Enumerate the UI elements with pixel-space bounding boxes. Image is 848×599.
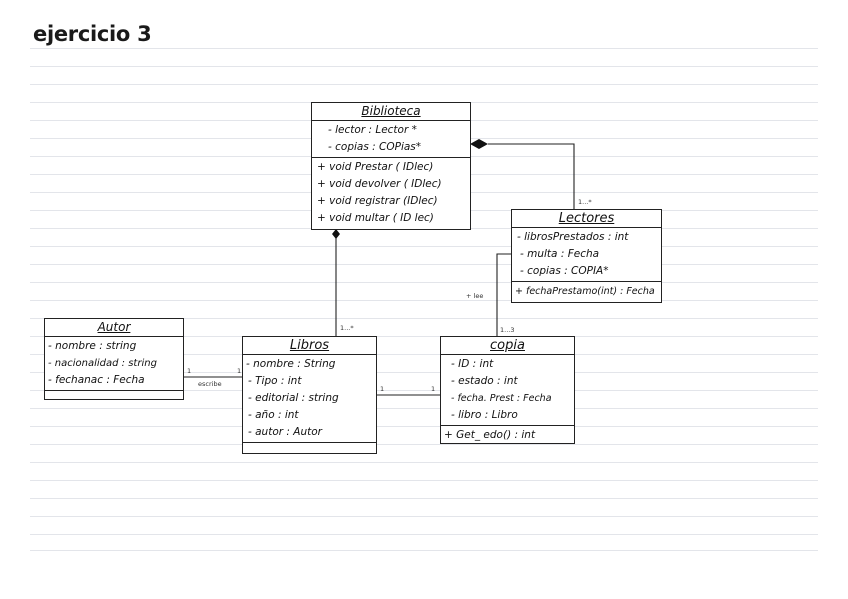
attribute: - libro : Libro bbox=[451, 409, 518, 421]
attribute: - ID : int bbox=[451, 358, 494, 370]
class-autor: Autor - nombre : string - nacionalidad :… bbox=[44, 318, 184, 400]
assoc-lectores-copia bbox=[496, 253, 511, 336]
method: + Get_ edo() : int bbox=[444, 429, 536, 441]
ruled-line bbox=[30, 372, 818, 373]
methods-section: + fechaPrestamo(int) : Fecha bbox=[512, 282, 661, 301]
attribute: - lector : Lector * bbox=[328, 124, 417, 136]
attribute: - fecha. Prest : Fecha bbox=[451, 393, 552, 404]
ruled-line bbox=[30, 408, 818, 409]
methods-section bbox=[45, 391, 183, 399]
methods-section bbox=[243, 443, 376, 451]
attribute: - nombre : String bbox=[246, 358, 336, 370]
method: + void registrar (IDlec) bbox=[317, 195, 438, 207]
multiplicity-label: 1 bbox=[237, 367, 242, 375]
attribute: - Tipo : int bbox=[248, 375, 302, 387]
attribute: - copias : COPIA* bbox=[520, 265, 609, 277]
ruled-line bbox=[30, 390, 818, 391]
class-lectores: Lectores - librosPrestados : int - multa… bbox=[511, 209, 662, 303]
ruled-line bbox=[30, 66, 818, 67]
ruled-line bbox=[30, 354, 818, 355]
class-name: Biblioteca bbox=[312, 103, 470, 121]
ruled-line bbox=[30, 84, 818, 85]
class-name: copia bbox=[441, 337, 574, 355]
attributes-section: - librosPrestados : int - multa : Fecha … bbox=[512, 228, 661, 282]
ruled-line bbox=[30, 480, 818, 481]
multiplicity-label: 1...3 bbox=[500, 326, 515, 334]
attributes-section: - lector : Lector * - copias : COPias* bbox=[312, 121, 470, 158]
ruled-line bbox=[30, 318, 818, 319]
multiplicity-label: 1...* bbox=[578, 198, 592, 206]
attribute: - año : int bbox=[248, 409, 299, 421]
ruled-line bbox=[30, 282, 818, 283]
attribute: - nacionalidad : string bbox=[48, 358, 157, 369]
method: + void devolver ( IDlec) bbox=[317, 178, 442, 190]
attributes-section: - nombre : string - nacionalidad : strin… bbox=[45, 337, 183, 391]
methods-section: + void Prestar ( IDlec) + void devolver … bbox=[312, 158, 470, 228]
ruled-line bbox=[30, 534, 818, 535]
composition-diamond-icon bbox=[470, 139, 488, 149]
method: + void Prestar ( IDlec) bbox=[317, 161, 434, 173]
attribute: - fechanac : Fecha bbox=[48, 374, 145, 386]
multiplicity-label: 1 bbox=[187, 367, 192, 375]
attribute: - editorial : string bbox=[248, 392, 339, 404]
class-name: Lectores bbox=[512, 210, 661, 228]
role-label: escribe bbox=[198, 380, 222, 388]
ruled-line bbox=[30, 462, 818, 463]
page-title: ejercicio 3 bbox=[33, 22, 152, 46]
ruled-line bbox=[30, 444, 818, 445]
ruled-line bbox=[30, 426, 818, 427]
class-copia: copia - ID : int - estado : int - fecha.… bbox=[440, 336, 575, 444]
attribute: - nombre : string bbox=[48, 340, 137, 352]
methods-section: + Get_ edo() : int bbox=[441, 426, 574, 445]
attribute: - autor : Autor bbox=[248, 426, 322, 438]
attribute: - copias : COPias* bbox=[328, 141, 422, 153]
class-biblioteca: Biblioteca - lector : Lector * - copias … bbox=[311, 102, 471, 230]
method: + fechaPrestamo(int) : Fecha bbox=[515, 286, 655, 297]
ruled-line bbox=[30, 246, 818, 247]
attribute: - multa : Fecha bbox=[520, 248, 600, 260]
multiplicity-label: 1 bbox=[431, 385, 436, 393]
ruled-line bbox=[30, 300, 818, 301]
multiplicity-label: 1...* bbox=[340, 324, 354, 332]
ruled-line bbox=[30, 48, 818, 49]
attribute: - estado : int bbox=[451, 375, 518, 387]
class-libros: Libros - nombre : String - Tipo : int - … bbox=[242, 336, 377, 454]
ruled-line bbox=[30, 498, 818, 499]
attributes-section: - ID : int - estado : int - fecha. Prest… bbox=[441, 355, 574, 426]
multiplicity-label: 1 bbox=[380, 385, 385, 393]
attribute: - librosPrestados : int bbox=[517, 231, 629, 243]
attributes-section: - nombre : String - Tipo : int - editori… bbox=[243, 355, 376, 443]
composition-diamond-icon bbox=[332, 229, 340, 239]
method: + void multar ( ID lec) bbox=[317, 212, 434, 224]
class-name: Autor bbox=[45, 319, 183, 337]
ruled-line bbox=[30, 264, 818, 265]
class-name: Libros bbox=[243, 337, 376, 355]
ruled-line bbox=[30, 336, 818, 337]
assoc-biblioteca-lectores bbox=[488, 143, 575, 209]
ruled-line bbox=[30, 516, 818, 517]
role-label: + lee bbox=[466, 292, 484, 300]
ruled-line bbox=[30, 550, 818, 551]
